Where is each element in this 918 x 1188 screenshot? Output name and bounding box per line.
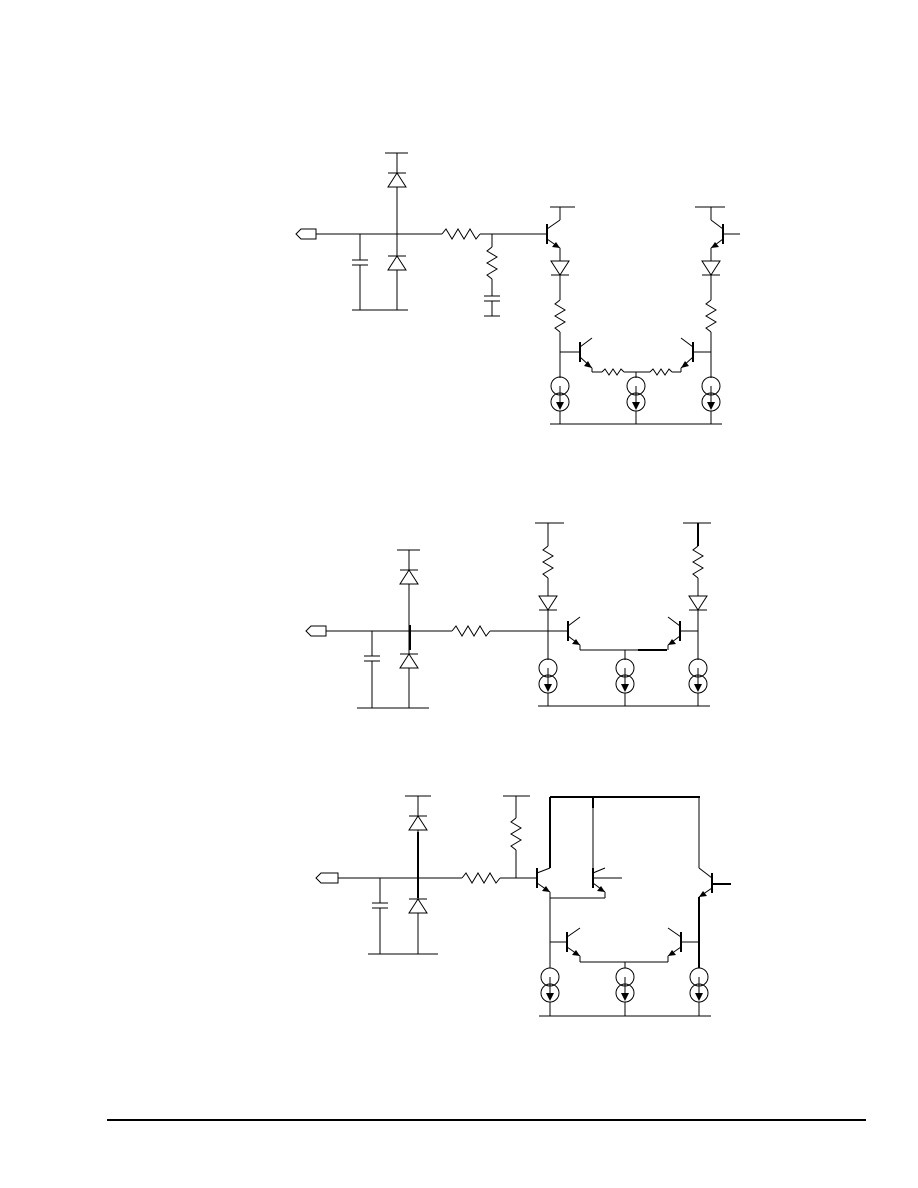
circuit-2 — [305, 522, 711, 709]
resistor-icon — [542, 545, 554, 579]
current-source-icon — [540, 967, 560, 1003]
diode-icon — [408, 815, 428, 831]
diode-icon — [550, 260, 570, 276]
current-source-icon — [538, 658, 558, 694]
diode-icon — [701, 260, 721, 276]
resistor-icon — [601, 368, 625, 376]
npn-transistor-icon — [710, 219, 724, 249]
npn-transistor-icon — [680, 337, 694, 369]
resistor-icon — [692, 545, 704, 579]
current-source-icon — [701, 376, 721, 412]
diode-icon — [387, 255, 407, 271]
diode-icon — [387, 172, 407, 188]
diode-icon — [399, 653, 419, 669]
npn-transistor-icon — [667, 927, 682, 957]
resistor-icon — [451, 625, 491, 637]
capacitor-icon — [352, 259, 368, 266]
input-terminal-icon[interactable] — [315, 872, 339, 884]
resistor-icon — [649, 368, 673, 376]
circuit-1 — [295, 152, 740, 425]
diode-icon — [408, 898, 428, 914]
input-terminal-icon[interactable] — [305, 625, 327, 637]
diode-icon — [399, 569, 419, 585]
current-source-icon — [626, 376, 646, 412]
npn-transistor-icon — [546, 219, 561, 249]
current-source-icon — [615, 967, 635, 1003]
footer-rule — [107, 1119, 866, 1121]
npn-transistor-icon — [698, 867, 713, 898]
capacitor-icon — [484, 295, 500, 302]
npn-transistor-icon — [667, 616, 681, 646]
circuit-3 — [315, 795, 731, 1017]
input-terminal-icon[interactable] — [295, 228, 317, 240]
capacitor-icon — [372, 902, 388, 909]
npn-transistor-icon — [567, 616, 581, 646]
resistor-icon — [441, 228, 481, 240]
npn-transistor-icon — [592, 867, 606, 893]
current-source-icon — [689, 967, 709, 1003]
capacitor-icon — [364, 655, 380, 662]
npn-transistor-icon — [579, 337, 593, 369]
resistor-icon — [510, 817, 522, 851]
current-source-icon — [688, 658, 708, 694]
npn-transistor-icon — [536, 867, 551, 893]
current-source-icon — [550, 376, 570, 412]
resistor-icon — [461, 872, 501, 884]
resistor-icon — [554, 299, 566, 333]
resistor-icon — [705, 299, 717, 333]
resistor-icon — [486, 246, 498, 280]
diode-icon — [688, 595, 708, 611]
diode-icon — [538, 595, 558, 611]
npn-transistor-icon — [566, 927, 581, 957]
current-source-icon — [615, 658, 635, 694]
